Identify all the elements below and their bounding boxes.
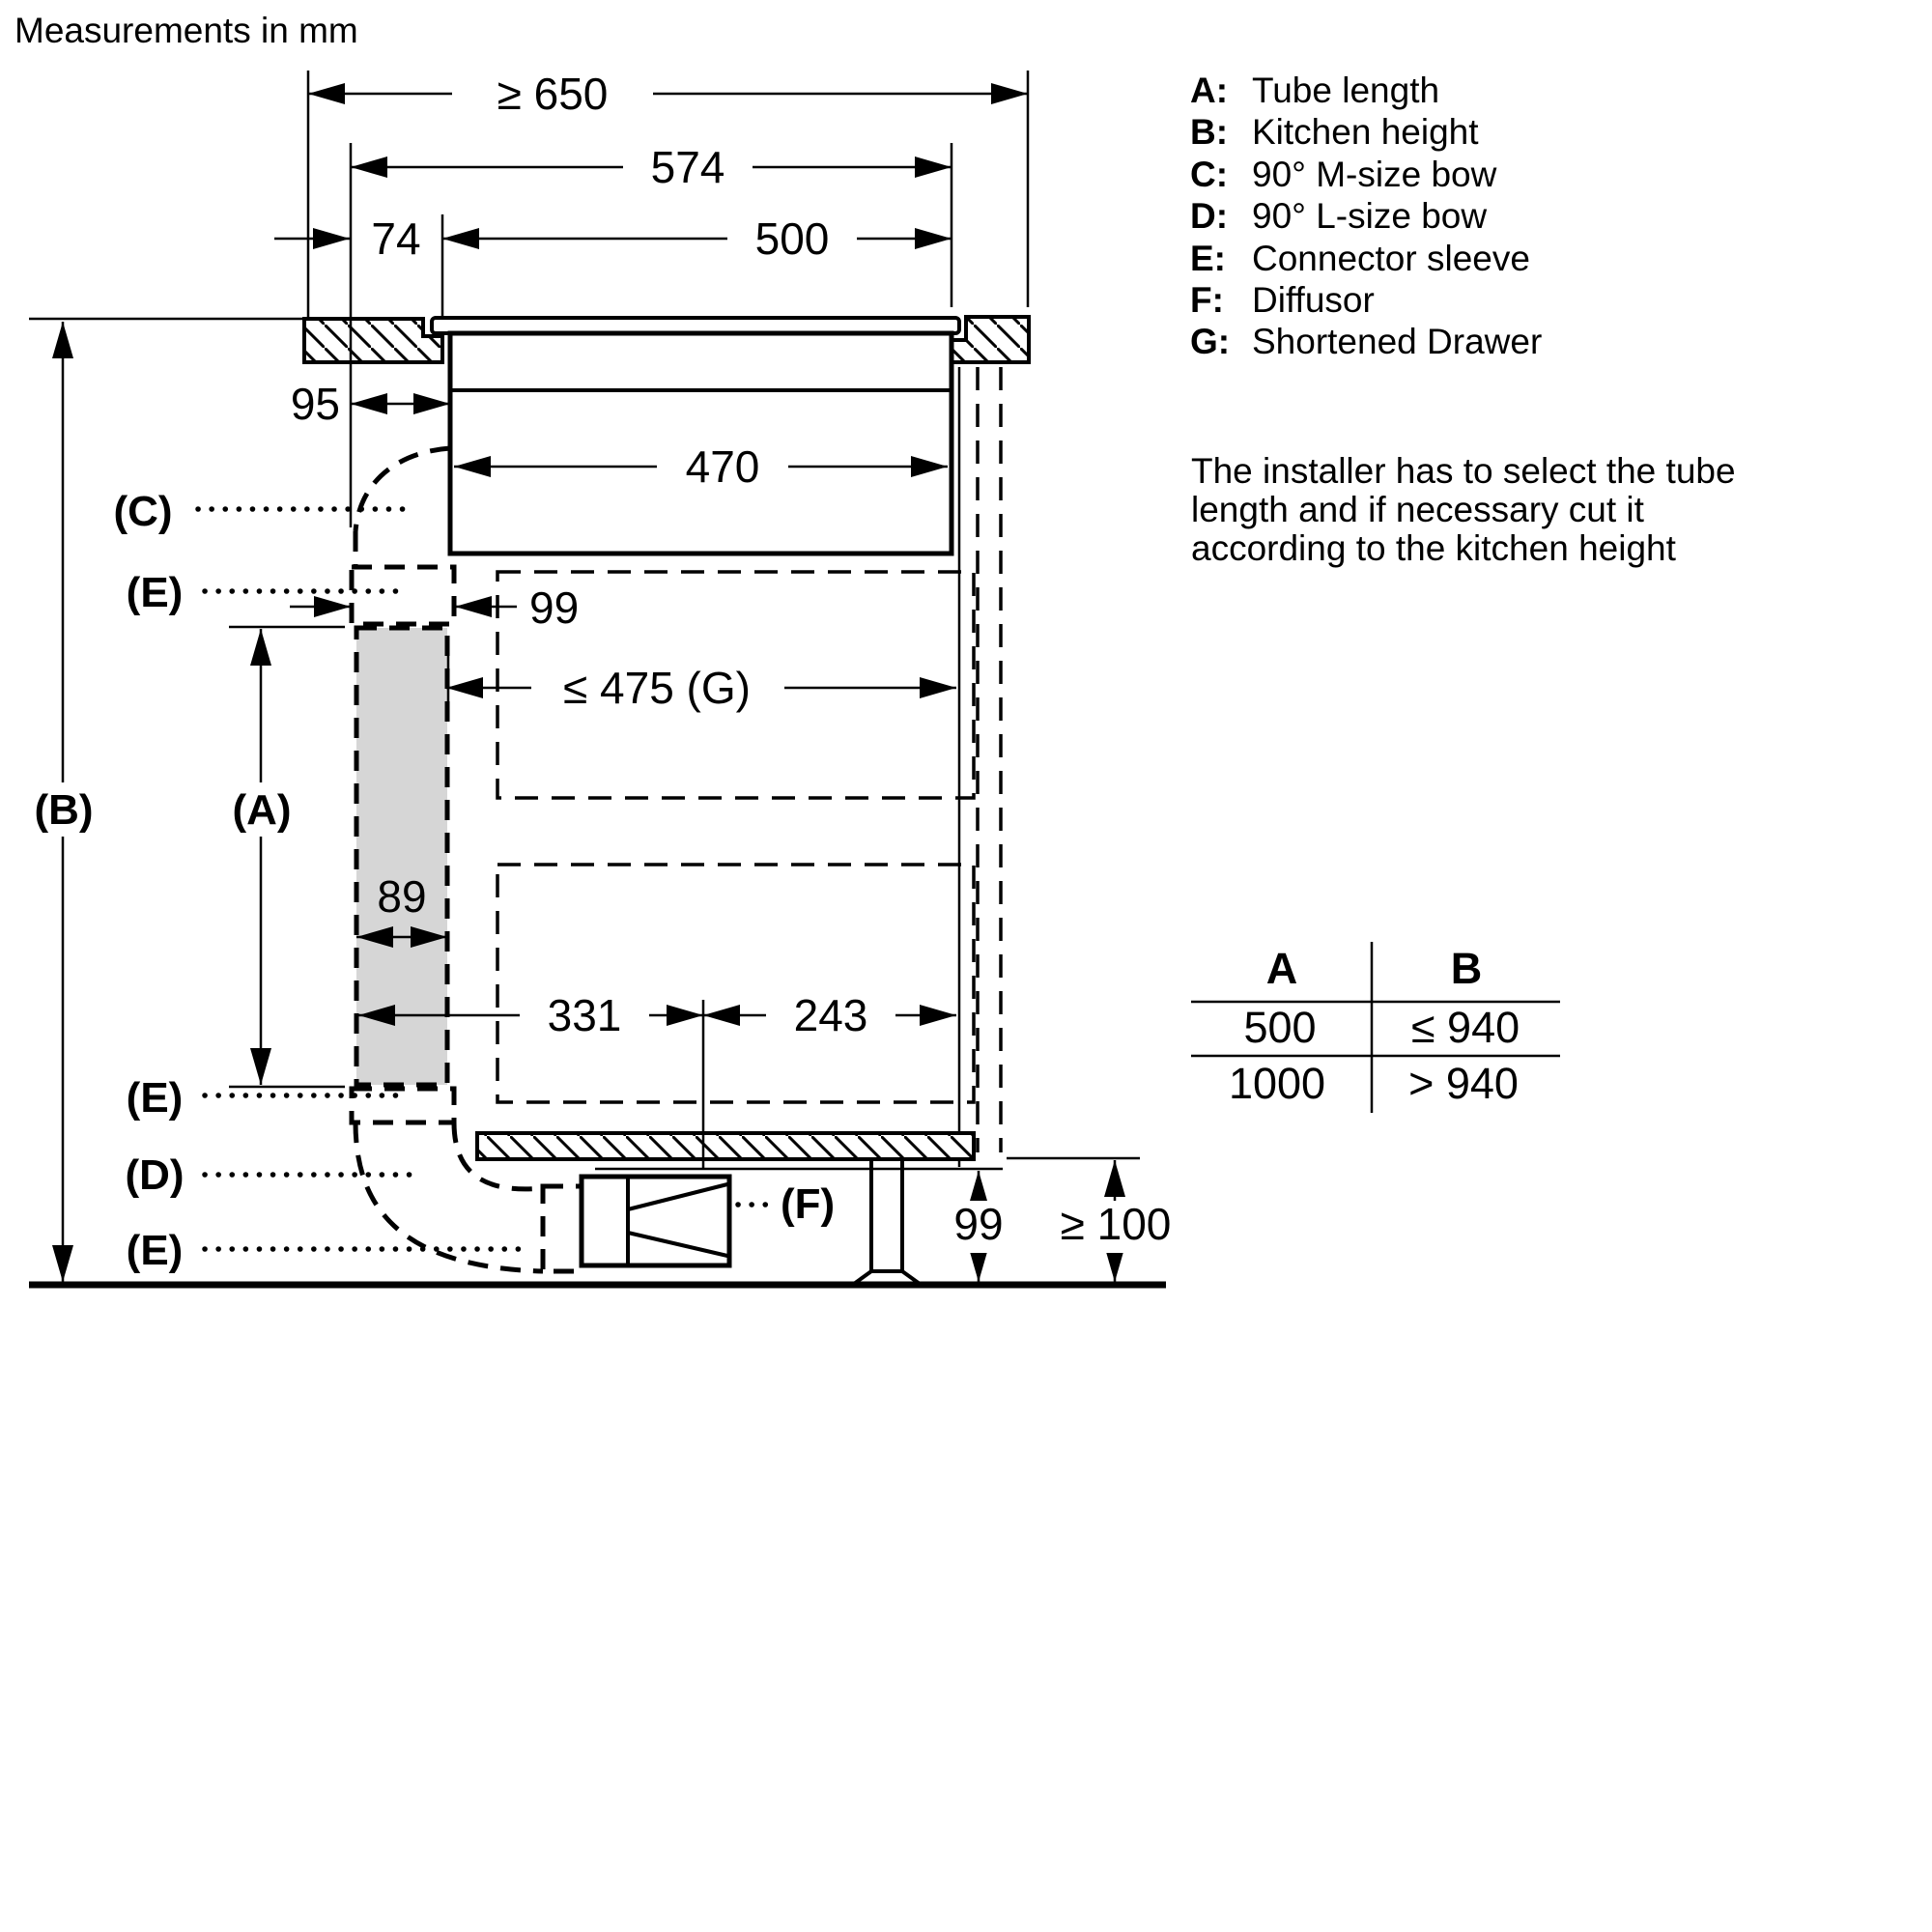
dim-B-gap [31,782,97,837]
bow-d-outer-curve [353,1122,544,1274]
callout-E-mid-label: (E) [127,1074,184,1122]
dimensions: ≥ 650 574 74 500 95 470 99 89 ≤ 475 (G) [31,69,1184,1282]
callouts: (C) (E) (E) (D) (E) (F) [113,488,835,1274]
callout-D-label: (D) [125,1151,184,1199]
dim-A-gap [228,782,296,837]
connector-sleeve-top [349,564,457,627]
table-row2-a: 1000 [1229,1059,1325,1108]
legend-key-F: F: [1190,280,1224,320]
dim-99b-gap [945,1201,1012,1253]
dim-574-gap [623,145,753,189]
table-row1-a: 500 [1243,1003,1316,1052]
legend-label-F: Diffusor [1252,280,1375,320]
hob [430,316,961,556]
dim-95-label: 95 [291,379,340,429]
dim-100-label: ≥ 100 [1061,1199,1172,1249]
legend-label-E: Connector sleeve [1252,239,1530,278]
bow-c-curve [353,445,451,532]
legend-key-C: C: [1190,155,1228,194]
legend-key-E: E: [1190,239,1226,278]
dim-650-label: ≥ 650 [497,69,609,119]
dim-475-label: ≤ 475 (G) [563,663,751,713]
page-title: Measurements in mm [14,11,358,50]
drawer-lower-dashed [496,863,976,1104]
legend-key-D: D: [1190,196,1228,236]
dim-331-label: 331 [548,990,622,1040]
dim-470-gap [657,444,788,489]
legend: A: Tube length B: Kitchen height C: 90° … [1190,71,1542,361]
bow-d-inner-curve [451,1122,544,1192]
callout-F-label: (F) [781,1180,835,1228]
extension-lines [229,71,1140,1169]
diffusor-cone-bottom [627,1231,728,1258]
diffusor [579,1174,732,1268]
dim-500-gap [727,216,857,261]
callout-B-label: (B) [34,786,93,834]
callout-E-bottom-label: (E) [127,1227,184,1274]
callout-A-label: (A) [232,786,291,834]
connector-sleeve-bottom [540,1183,584,1274]
dim-500-label: 500 [755,213,830,264]
worktop [29,315,1031,364]
note-line-1: The installer has to select the tube [1191,451,1736,491]
legend-label-B: Kitchen height [1252,112,1479,152]
dim-650-gap [452,71,653,116]
installer-note: The installer has to select the tube len… [1191,451,1736,568]
worktop-hatch-left [302,317,444,364]
dim-331-gap [520,993,649,1037]
note-line-2: length and if necessary cut it [1191,490,1645,529]
callout-E-top-label: (E) [127,569,184,616]
legend-key-B: B: [1190,112,1228,152]
note-line-3: according to the kitchen height [1191,528,1677,568]
cabinet-bottom-shelf-hatch [475,1131,976,1161]
table-header-b: B [1451,944,1483,993]
legend-key-A: A: [1190,71,1228,110]
legend-label-D: 90° L-size bow [1252,196,1487,236]
hob-body [447,330,954,556]
legend-key-G: G: [1190,322,1230,361]
dim-89-label: 89 [377,871,426,922]
dim-74-label: 74 [371,213,420,264]
ab-table: A B 500 ≤ 940 1000 > 940 [1191,942,1560,1113]
dim-100-gap [1047,1201,1184,1253]
dim-243-label: 243 [794,990,868,1040]
connector-sleeve-mid [349,1086,457,1125]
table-header-a: A [1266,944,1298,993]
diffusor-cone-top [627,1182,728,1211]
dim-243-gap [766,993,895,1037]
legend-label-G: Shortened Drawer [1252,322,1542,361]
support-leg [847,1159,926,1286]
callout-C-label: (C) [113,488,172,535]
dim-470-label: 470 [686,441,760,492]
table-row1-b: ≤ 940 [1411,1003,1520,1052]
table-row2-b: > 940 [1408,1059,1519,1108]
legend-label-A: Tube length [1252,71,1439,110]
dim-574-label: 574 [651,142,725,192]
dim-99b-label: 99 [953,1199,1003,1249]
legend-label-C: 90° M-size bow [1252,155,1497,194]
dim-475-gap [531,665,784,711]
dim-99-label: 99 [529,582,579,633]
